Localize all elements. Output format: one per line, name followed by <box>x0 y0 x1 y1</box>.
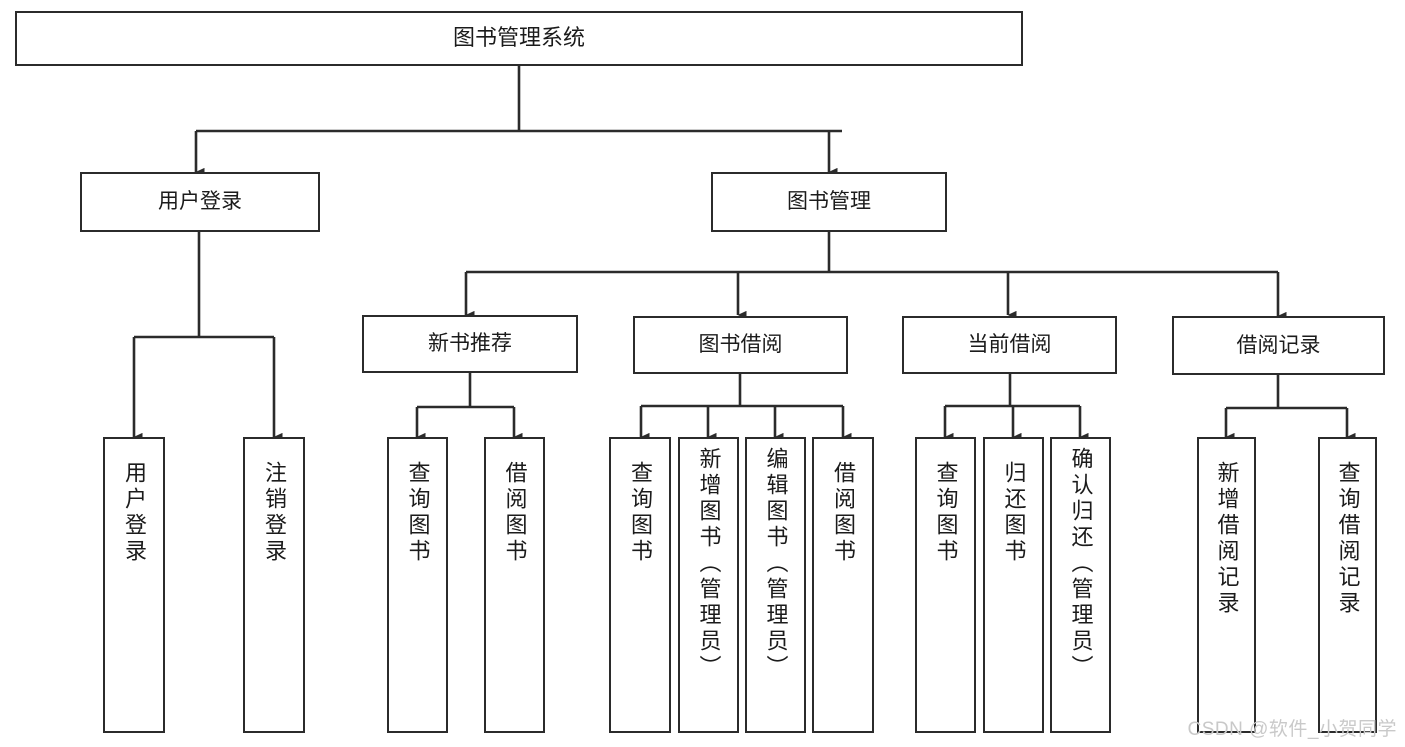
node-current-borrow-label: 当前借阅 <box>967 333 1052 357</box>
node-leaf-user-logout-label: 注销登录 <box>262 461 287 565</box>
node-leaf-query-book-1[interactable]: 查询图书 <box>387 437 448 733</box>
node-leaf-add-book[interactable]: 新增图书（管理员） <box>678 437 739 733</box>
node-leaf-query-record-label: 查询借阅记录 <box>1335 461 1361 617</box>
node-leaf-borrow-book-1-label: 借阅图书 <box>502 461 528 565</box>
node-book-manage-label: 图书管理 <box>787 190 871 214</box>
node-book-borrow-label: 图书借阅 <box>698 333 783 357</box>
node-user-login[interactable]: 用户登录 <box>80 172 320 232</box>
node-leaf-query-book-2-label: 查询图书 <box>628 461 653 565</box>
node-leaf-query-record[interactable]: 查询借阅记录 <box>1318 437 1377 733</box>
node-leaf-add-record[interactable]: 新增借阅记录 <box>1197 437 1256 733</box>
node-leaf-add-record-label: 新增借阅记录 <box>1214 461 1240 617</box>
node-leaf-add-book-label: 新增图书（管理员） <box>696 447 722 681</box>
node-book-borrow[interactable]: 图书借阅 <box>633 316 848 374</box>
node-new-book-rec[interactable]: 新书推荐 <box>362 315 578 373</box>
node-leaf-query-book-3[interactable]: 查询图书 <box>915 437 976 733</box>
node-leaf-confirm-return[interactable]: 确认归还（管理员） <box>1050 437 1111 733</box>
node-leaf-user-logout[interactable]: 注销登录 <box>243 437 305 733</box>
node-user-login-label: 用户登录 <box>158 190 242 214</box>
node-current-borrow[interactable]: 当前借阅 <box>902 316 1117 374</box>
node-leaf-query-book-3-label: 查询图书 <box>933 461 959 565</box>
csdn-watermark: CSDN @软件_小贺同学 <box>1187 719 1397 740</box>
node-leaf-borrow-book-1[interactable]: 借阅图书 <box>484 437 545 733</box>
node-leaf-edit-book[interactable]: 编辑图书（管理员） <box>745 437 806 733</box>
node-borrow-record-label: 借阅记录 <box>1236 333 1321 357</box>
node-new-book-rec-label: 新书推荐 <box>428 332 512 356</box>
node-leaf-confirm-return-label: 确认归还（管理员） <box>1068 447 1094 681</box>
node-leaf-query-book-2[interactable]: 查询图书 <box>609 437 671 733</box>
node-leaf-return-book-label: 归还图书 <box>1001 461 1027 565</box>
node-leaf-query-book-1-label: 查询图书 <box>405 461 431 565</box>
node-root[interactable]: 图书管理系统 <box>15 11 1023 66</box>
node-borrow-record[interactable]: 借阅记录 <box>1172 316 1385 375</box>
node-book-manage[interactable]: 图书管理 <box>711 172 947 232</box>
node-root-label: 图书管理系统 <box>452 25 585 51</box>
node-leaf-edit-book-label: 编辑图书（管理员） <box>763 447 789 681</box>
node-leaf-borrow-book-2[interactable]: 借阅图书 <box>812 437 874 733</box>
node-leaf-user-login-label: 用户登录 <box>122 461 147 565</box>
node-leaf-user-login[interactable]: 用户登录 <box>103 437 165 733</box>
node-leaf-borrow-book-2-label: 借阅图书 <box>831 461 856 565</box>
node-leaf-return-book[interactable]: 归还图书 <box>983 437 1044 733</box>
